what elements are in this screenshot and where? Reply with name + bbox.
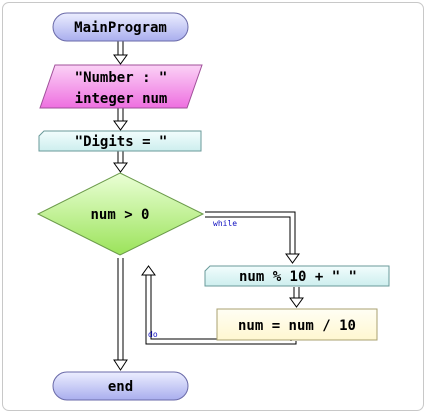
assign-node: num = num / 10: [216, 308, 378, 341]
input-variable-label: integer num: [75, 91, 168, 107]
end-label: end: [108, 379, 133, 395]
loop-output-label: num % 10 + " ": [239, 269, 357, 285]
decision-label: num > 0: [90, 207, 149, 223]
arrow-loop-output-to-assign: [289, 287, 304, 308]
output-digits-node: "Digits = ": [38, 130, 202, 152]
arrow-while-branch: [205, 211, 300, 264]
while-label: while: [213, 219, 237, 228]
start-label: MainProgram: [74, 20, 167, 36]
output-digits-label: "Digits = ": [75, 134, 168, 150]
arrow-start-to-input: [113, 40, 128, 65]
arrow-input-to-output: [113, 108, 128, 131]
assign-label: num = num / 10: [238, 318, 356, 334]
arrow-output-to-decision: [113, 151, 128, 173]
connectors: [113, 40, 304, 371]
start-terminal: MainProgram: [52, 12, 189, 42]
input-prompt-label: "Number : ": [75, 70, 168, 86]
do-label: do: [148, 330, 158, 339]
arrow-decision-to-end: [113, 258, 128, 371]
loop-output-node: num % 10 + " ": [204, 265, 390, 287]
end-terminal: end: [52, 371, 189, 401]
decision-node: num > 0: [36, 172, 205, 256]
input-node: "Number : " integer num: [39, 64, 203, 109]
